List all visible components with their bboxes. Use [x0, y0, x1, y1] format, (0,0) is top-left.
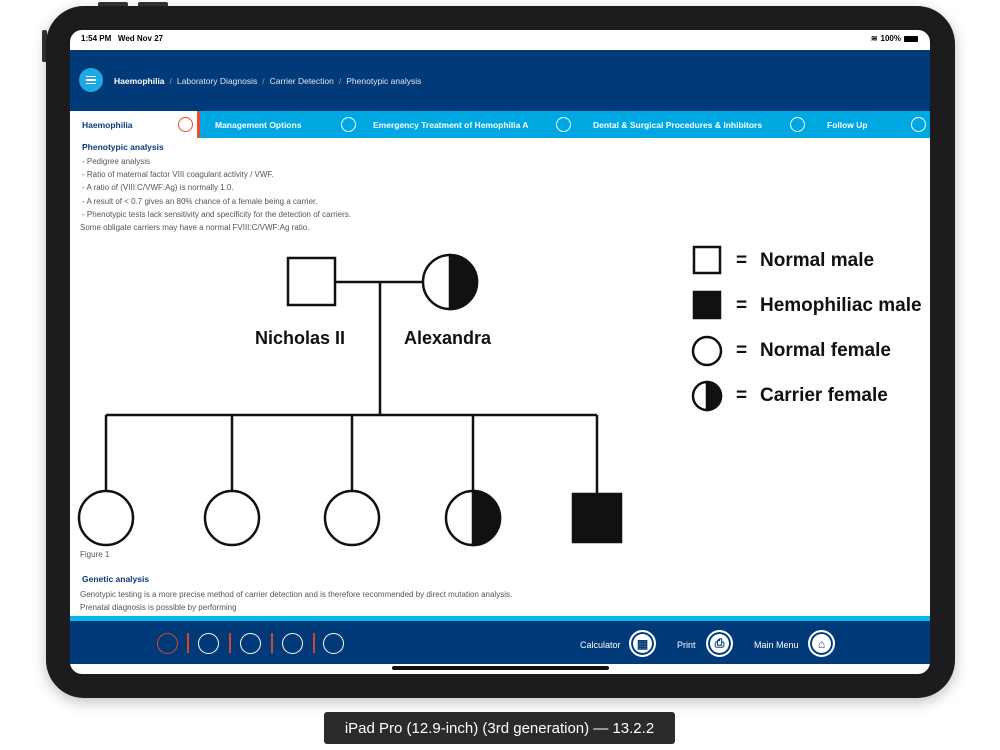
drop-icon[interactable] — [282, 633, 303, 654]
tab-dental-surgical[interactable]: Dental & Surgical Procedures & Inhibitor… — [575, 111, 809, 138]
section-heading: Phenotypic analysis — [82, 142, 164, 152]
paragraph-line: - A ratio of (VIII:C/VWF:Ag) is normally… — [82, 183, 234, 192]
divider — [271, 633, 273, 653]
figure-caption: Figure 1 — [80, 550, 110, 559]
paragraph-line: - Ratio of maternal factor VIII coagulan… — [82, 170, 274, 179]
print-button[interactable]: ⎙ — [706, 630, 733, 657]
bottle-icon[interactable] — [198, 633, 219, 654]
legend-equals: = — [736, 385, 748, 406]
divider — [229, 633, 231, 653]
print-label[interactable]: Print — [677, 640, 696, 650]
legend-hemophiliac-male-symbol — [692, 290, 722, 320]
legend-equals: = — [736, 250, 748, 271]
header: Haemophilia/Laboratory Diagnosis/Carrier… — [70, 50, 930, 111]
calculator-button[interactable]: ▦ — [629, 630, 656, 657]
breadcrumb-item[interactable]: Carrier Detection — [269, 76, 334, 86]
screen: 1:54 PM Wed Nov 27 ≋100% Haemophilia/Lab… — [70, 30, 930, 674]
follow-up-icon[interactable] — [323, 633, 344, 654]
printer-icon: ⎙ — [714, 636, 725, 650]
follow-up-icon — [911, 117, 926, 132]
device-button — [98, 2, 128, 7]
battery-percent: 100% — [880, 34, 901, 43]
paragraph-line: Genotypic testing is a more precise meth… — [80, 590, 513, 599]
legend-equals: = — [736, 295, 748, 316]
tab-emergency-treatment[interactable]: Emergency Treatment of Hemophilia A — [360, 111, 575, 138]
normal-male-symbol — [286, 256, 337, 307]
main-menu-label[interactable]: Main Menu — [754, 640, 799, 650]
calculator-label[interactable]: Calculator — [580, 640, 621, 650]
device-button — [42, 30, 47, 62]
device-button — [138, 2, 168, 7]
legend-label: Hemophiliac male — [760, 295, 922, 316]
wifi-icon: ≋ — [870, 34, 878, 43]
calculator-icon: ▦ — [636, 636, 649, 651]
hamburger-menu-button[interactable] — [79, 68, 103, 92]
normal-female-symbol — [77, 489, 135, 547]
breadcrumb-item: Phenotypic analysis — [346, 76, 422, 86]
tab-follow-up[interactable]: Follow Up — [809, 111, 930, 138]
time: 1:54 PM — [81, 34, 112, 43]
tab-bar: Haemophilia Management Options Emergency… — [70, 111, 930, 138]
legend-label: Carrier female — [760, 385, 888, 406]
normal-female-symbol — [203, 489, 261, 547]
bottle-icon — [341, 117, 356, 132]
tab-haemophilia[interactable]: Haemophilia — [70, 111, 200, 138]
tab-management-options[interactable]: Management Options — [200, 111, 360, 138]
date: Wed Nov 27 — [117, 34, 164, 43]
father-name: Nicholas II — [255, 328, 346, 348]
normal-female-symbol — [323, 489, 381, 547]
breadcrumb-item[interactable]: Laboratory Diagnosis — [176, 76, 258, 86]
paragraph-line: - Phenotypic tests lack sensitivity and … — [82, 210, 352, 219]
heart-icon — [178, 117, 193, 132]
legend-label: Normal male — [760, 250, 875, 271]
footer-bar: Calculator ▦ Print ⎙ Main Menu ⌂ — [70, 621, 930, 664]
content-area: Phenotypic analysis - Pedigree analysis … — [70, 138, 930, 616]
home-indicator — [392, 666, 609, 670]
hemophiliac-male-symbol — [571, 492, 623, 544]
section-heading: Genetic analysis — [82, 574, 150, 584]
status-bar: 1:54 PM Wed Nov 27 ≋100% — [70, 30, 930, 50]
legend-normal-male-symbol — [692, 245, 722, 275]
heart-icon[interactable] — [157, 633, 178, 654]
paragraph-line: Some obligate carriers may have a normal… — [80, 223, 310, 232]
ambulance-icon[interactable] — [240, 633, 261, 654]
device-caption: iPad Pro (12.9-inch) (3rd generation) — … — [324, 712, 675, 744]
divider — [313, 633, 315, 653]
breadcrumb: Haemophilia/Laboratory Diagnosis/Carrier… — [114, 76, 422, 86]
mother-name: Alexandra — [404, 328, 492, 348]
drop-icon — [790, 117, 805, 132]
main-menu-button[interactable]: ⌂ — [808, 630, 835, 657]
legend-equals: = — [736, 340, 748, 361]
legend-label: Normal female — [760, 340, 891, 361]
ambulance-icon — [556, 117, 571, 132]
paragraph-line: - A result of < 0.7 gives an 80% chance … — [82, 197, 318, 206]
home-icon: ⌂ — [817, 636, 826, 651]
breadcrumb-item[interactable]: Haemophilia — [114, 76, 165, 86]
paragraph-line: Prenatal diagnosis is possible by perfor… — [80, 603, 237, 612]
legend-normal-female-symbol — [691, 335, 723, 367]
paragraph-line: - Pedigree analysis — [82, 157, 151, 166]
battery-icon — [904, 35, 918, 42]
accent-strip — [70, 616, 930, 621]
divider — [187, 633, 189, 653]
